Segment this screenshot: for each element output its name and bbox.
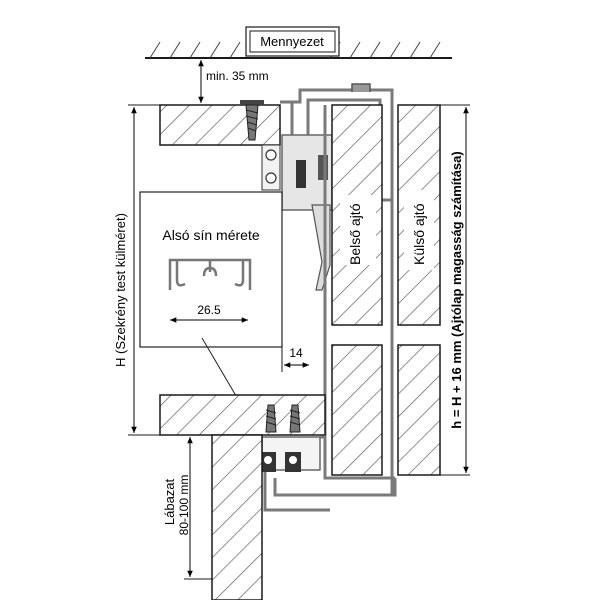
inner-door-panel: Belső ajtó: [331, 104, 383, 476]
door-height-dimension: h = H + 16 mm (Ajtólap magasság számítás…: [440, 104, 470, 476]
top-screw-icon: [240, 100, 264, 141]
plinth-height-dimension: Lábazat 80-100 mm: [162, 434, 212, 580]
bottom-rail-profile-icon: [168, 258, 252, 290]
min-gap-label: min. 35 mm: [206, 69, 269, 83]
ceiling: [145, 41, 452, 59]
outer-door-label: Külső ajtó: [411, 203, 427, 265]
rail-width-dimension: 26.5: [170, 303, 248, 323]
outer-door-panel: Külső ajtó: [397, 104, 441, 476]
ceiling-label-box: Mennyezet: [245, 26, 340, 57]
rail-width-label: 26.5: [197, 303, 221, 317]
bottom-screw-icon: [265, 404, 301, 433]
min-gap-dimension: min. 35 mm: [198, 60, 269, 103]
bottom-rail-detail-panel: Alsó sín mérete 26.5: [139, 191, 283, 441]
cabinet-top-panel: [128, 104, 281, 146]
top-rail-connector: [261, 144, 281, 191]
bottom-rail-assembly: [260, 435, 397, 512]
cabinet-height-dimension: H (Szekrény test külméret): [113, 107, 160, 436]
plinth-panel: [211, 434, 263, 600]
offset-label: 14: [289, 346, 303, 360]
inner-door-label: Belső ajtó: [347, 203, 363, 265]
bottom-rail-title: Alsó sín mérete: [162, 227, 259, 243]
offset-dimension: 14: [281, 345, 309, 372]
cabinet-height-label: H (Szekrény test külméret): [113, 213, 128, 367]
plinth-range-label: 80-100 mm: [177, 475, 191, 536]
door-height-label: h = H + 16 mm (Ajtólap magasság számítás…: [449, 151, 464, 428]
ceiling-label: Mennyezet: [260, 34, 324, 49]
plinth-label: Lábazat: [162, 478, 177, 525]
